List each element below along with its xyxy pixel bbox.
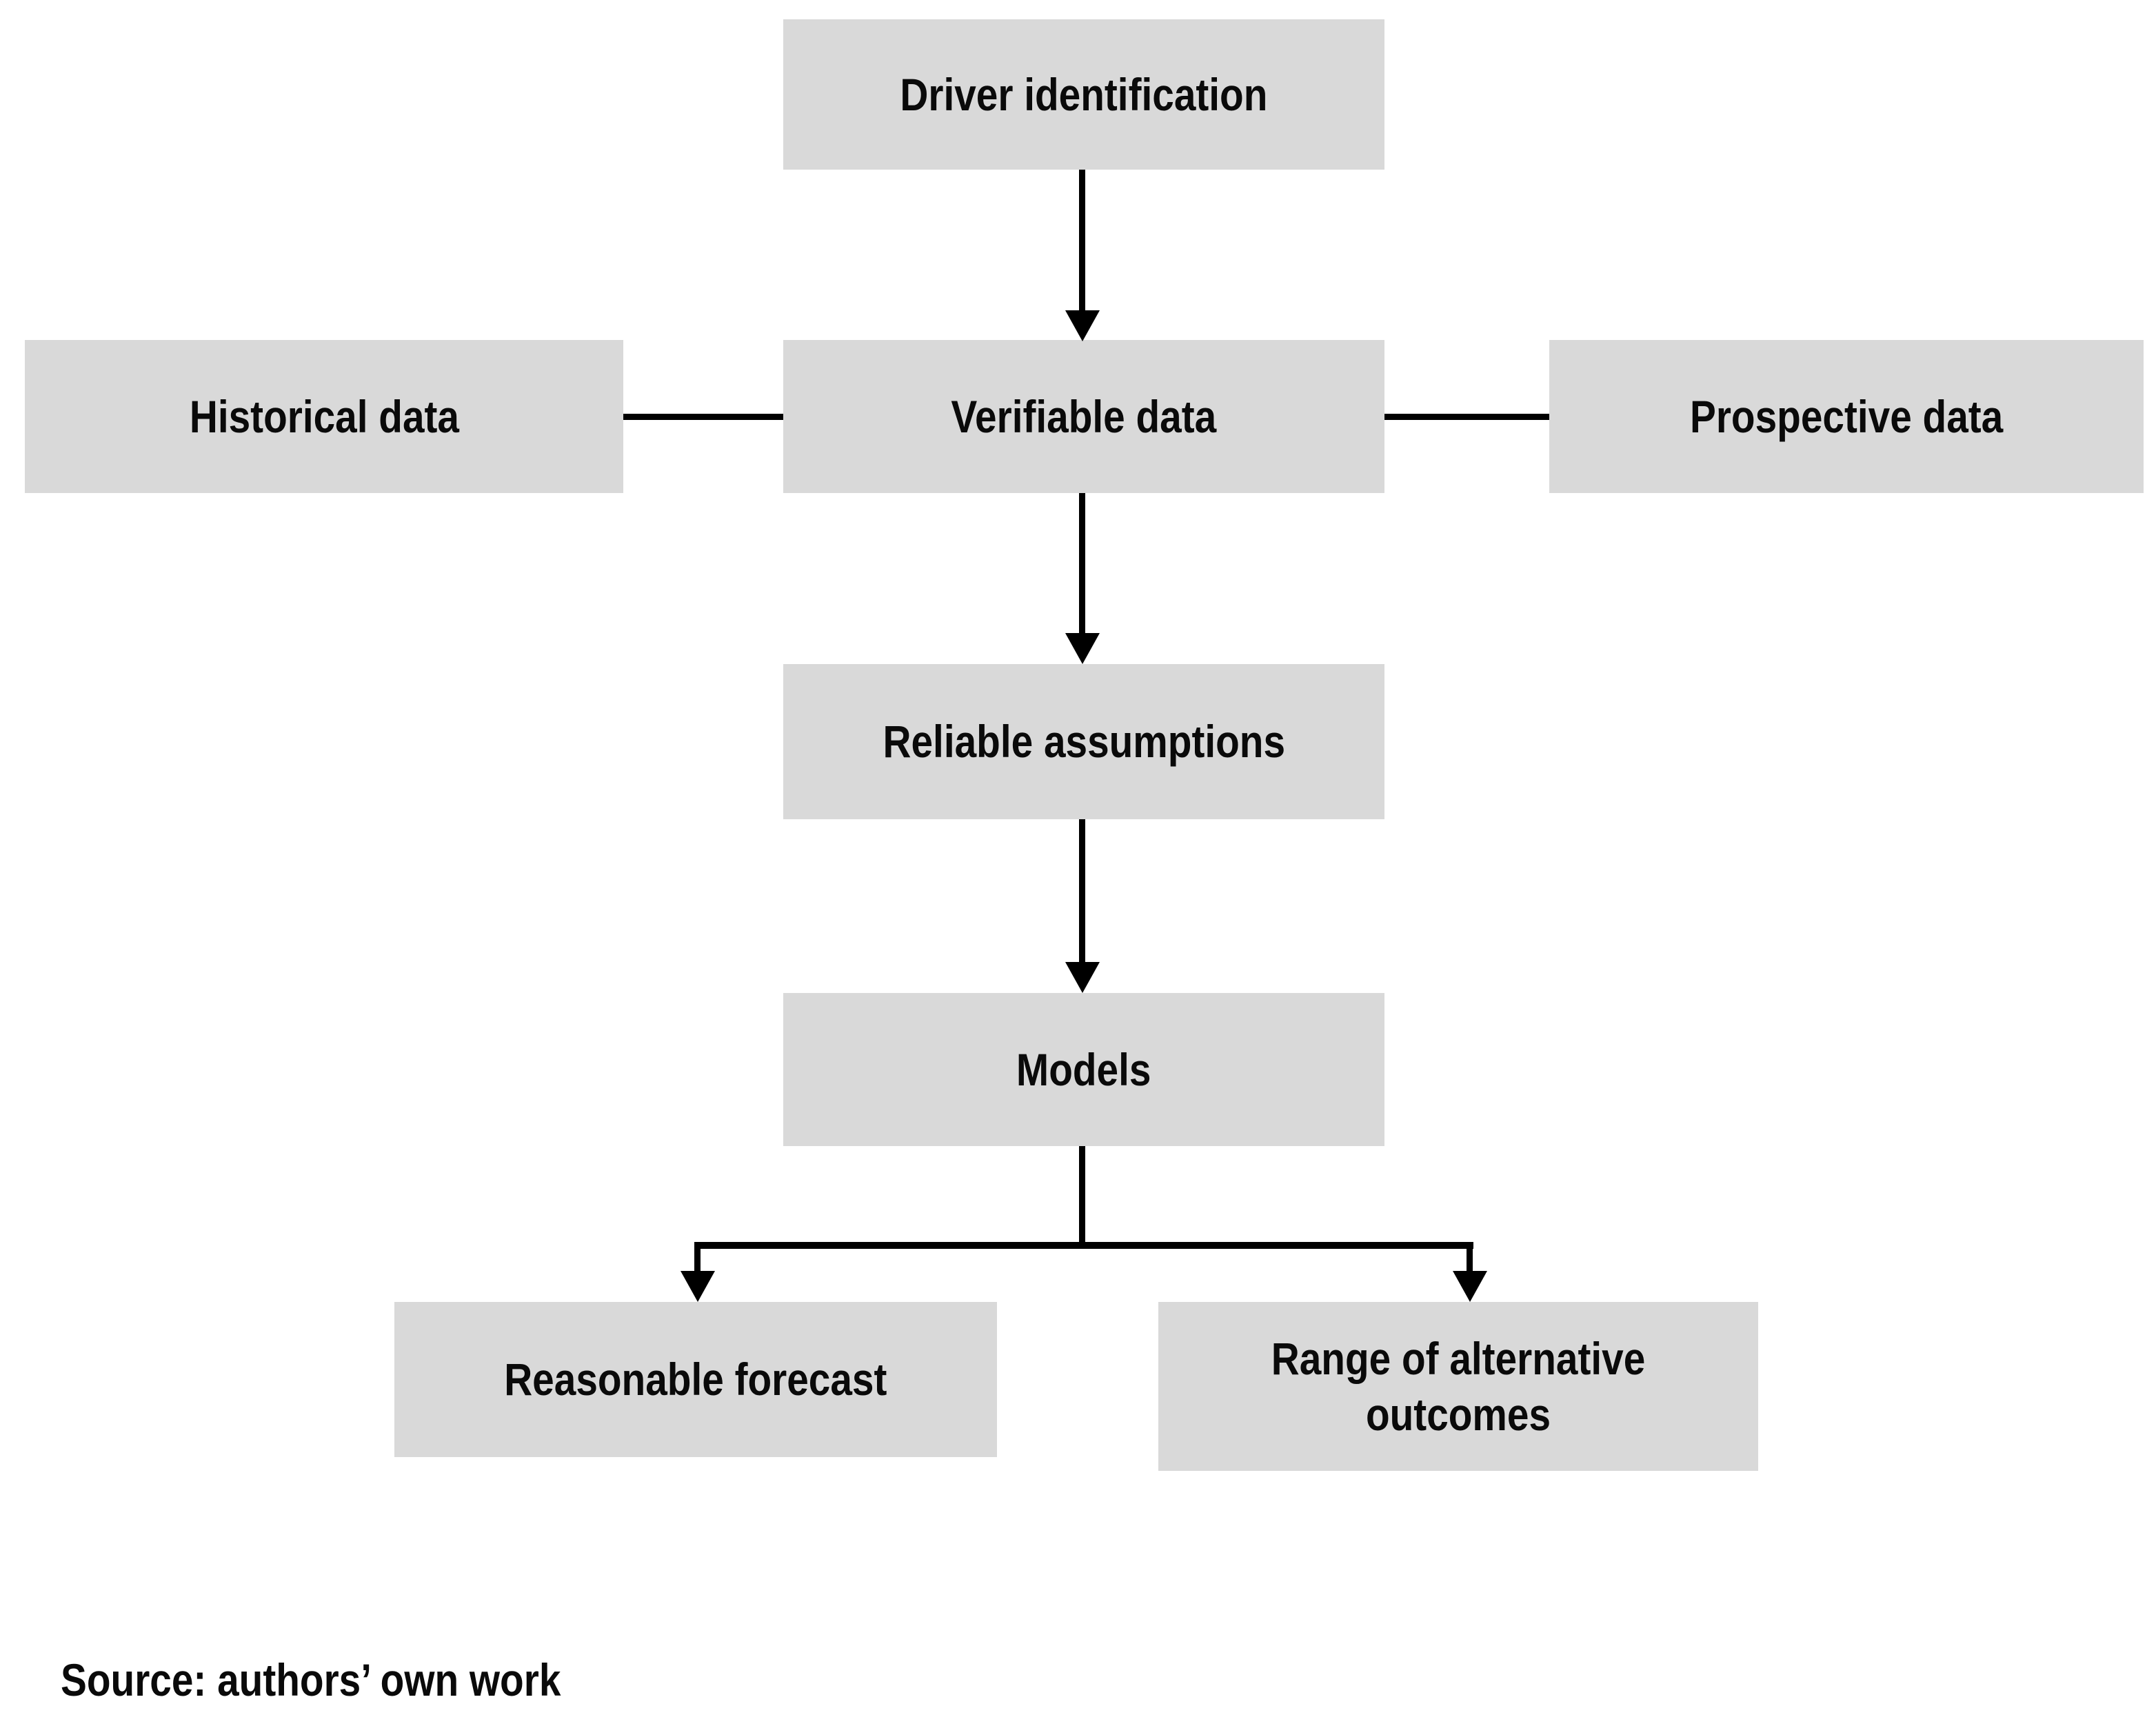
edge-models-split-stem bbox=[1079, 1146, 1085, 1248]
down-arrowhead-icon bbox=[1453, 1271, 1487, 1302]
down-arrowhead-icon bbox=[1065, 633, 1100, 664]
node-label: Historical data bbox=[189, 390, 459, 442]
node-label: Reliable assumptions bbox=[883, 716, 1285, 768]
edge-split-to-range-stem bbox=[1467, 1242, 1473, 1272]
edge-verifiable-to-reliable-stem bbox=[1079, 493, 1085, 634]
node-verifiable-data: Verifiable data bbox=[783, 340, 1384, 493]
connector-prospective-to-verifiable bbox=[1384, 414, 1549, 420]
node-models: Models bbox=[783, 993, 1384, 1146]
node-prospective-data: Prospective data bbox=[1549, 340, 2144, 493]
node-label: Verifiable data bbox=[951, 390, 1217, 442]
edge-reliable-to-models-stem bbox=[1079, 819, 1085, 963]
node-label: Prospective data bbox=[1689, 390, 2004, 442]
node-label: Driver identification bbox=[900, 68, 1268, 120]
source-note: Source: authors’ own work bbox=[61, 1654, 561, 1705]
node-range-of-alternative-outcomes: Range of alternative outcomes bbox=[1158, 1302, 1758, 1471]
node-reliable-assumptions: Reliable assumptions bbox=[783, 664, 1384, 819]
node-label: Reasonable forecast bbox=[504, 1354, 887, 1405]
down-arrowhead-icon bbox=[1065, 310, 1100, 341]
node-driver-identification: Driver identification bbox=[783, 19, 1384, 170]
node-label: Range of alternative outcomes bbox=[1271, 1332, 1646, 1440]
node-label: Models bbox=[1016, 1043, 1151, 1095]
edge-models-split-bar bbox=[694, 1242, 1473, 1249]
down-arrowhead-icon bbox=[1065, 962, 1100, 993]
down-arrowhead-icon bbox=[681, 1271, 715, 1302]
edge-split-to-forecast-stem bbox=[694, 1242, 701, 1272]
node-historical-data: Historical data bbox=[25, 340, 623, 493]
node-reasonable-forecast: Reasonable forecast bbox=[394, 1302, 997, 1457]
edge-driver-to-verifiable-stem bbox=[1079, 170, 1085, 312]
connector-historical-to-verifiable bbox=[623, 414, 783, 420]
